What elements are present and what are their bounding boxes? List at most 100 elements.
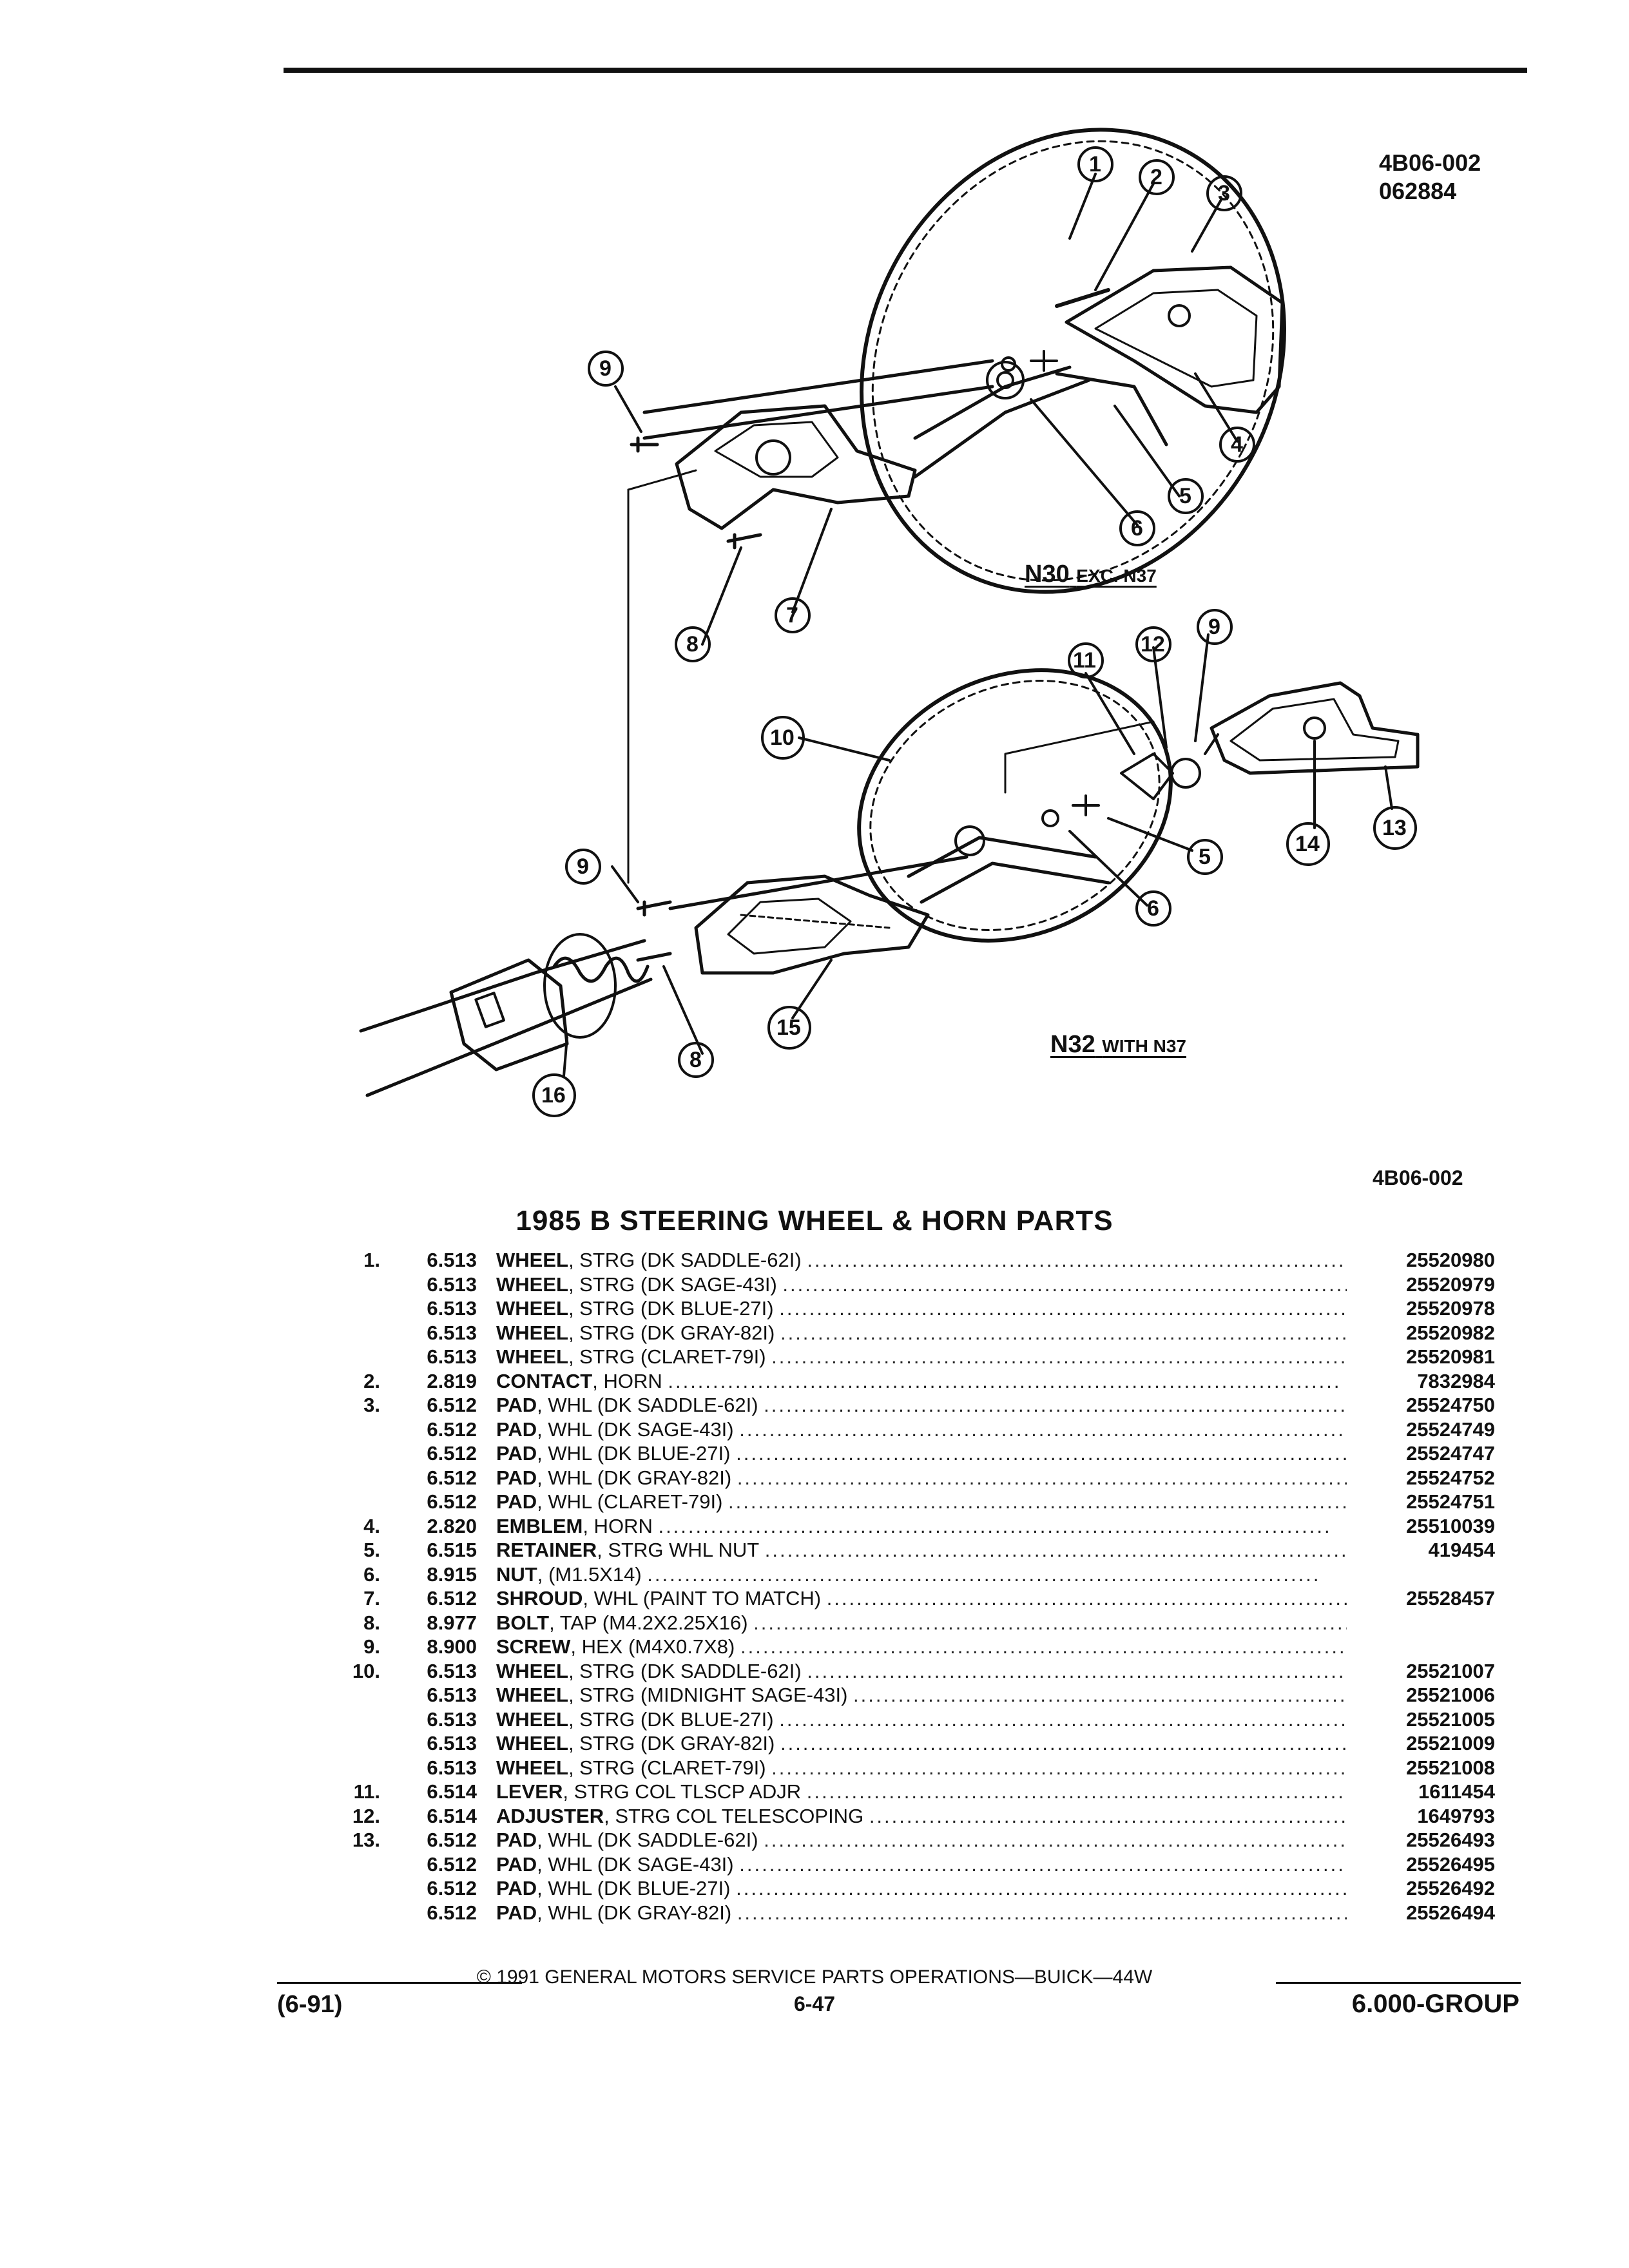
parts-row: 6.512 PAD, WHL (CLARET-79I) .............…: [335, 1490, 1495, 1514]
callout-14: 14: [1295, 832, 1320, 856]
part-detail: , STRG (DK SAGE-43I): [568, 1273, 777, 1296]
callout-4: 4: [1231, 432, 1243, 457]
leader-dots: ........................................…: [737, 1901, 1347, 1924]
item-number: 10.: [352, 1659, 380, 1682]
part-detail: , STRG (DK GRAY-82I): [568, 1732, 775, 1754]
group-number: 6.514: [427, 1780, 477, 1803]
part-number: 419454: [1428, 1539, 1495, 1561]
group-number: 6.512: [427, 1490, 477, 1513]
leader-dots: ........................................…: [668, 1369, 1342, 1392]
part-detail: , STRG (DK GRAY-82I): [568, 1321, 775, 1344]
callout-15: 15: [776, 1015, 801, 1040]
callout-5: 5: [1179, 484, 1191, 508]
shroud-shape: [675, 404, 917, 530]
part-number: 25521006: [1406, 1684, 1495, 1706]
part-detail: , HEX (M4X0.7X8): [570, 1635, 735, 1658]
lower-assembly: [359, 633, 1420, 1097]
leader-dots: ........................................…: [780, 1321, 1347, 1344]
group-number: 6.512: [427, 1418, 477, 1441]
part-number: 25526492: [1406, 1877, 1495, 1899]
part-number: 25524747: [1406, 1442, 1495, 1465]
group-number: 6.515: [427, 1539, 477, 1561]
part-detail: , WHL (DK SADDLE-62I): [537, 1829, 758, 1851]
part-number: 7832984: [1417, 1369, 1495, 1392]
top-rule: [284, 68, 1527, 73]
leader-dots: ........................................…: [658, 1514, 1332, 1537]
part-number: 25521007: [1406, 1659, 1495, 1682]
leader-dots: ........................................…: [764, 1829, 1347, 1851]
part-description: BOLT, TAP (M4.2X2.25X16) ...............…: [496, 1611, 1347, 1635]
leader-dots: ........................................…: [869, 1804, 1347, 1827]
part-description: WHEEL, STRG (DK GRAY-82I) ..............…: [496, 1731, 1347, 1756]
part-name: ADJUSTER: [496, 1804, 604, 1827]
part-description: RETAINER, STRG WHL NUT .................…: [496, 1538, 1347, 1562]
part-number: 25520980: [1406, 1249, 1495, 1271]
view-label-upper: N30 EXC. N37: [1025, 561, 1157, 588]
leader-dots: ........................................…: [806, 1780, 1347, 1803]
part-description: PAD, WHL (DK SADDLE-62I) ...............…: [496, 1828, 1347, 1852]
part-name: SCREW: [496, 1635, 571, 1658]
callout-12-9: 9: [1208, 615, 1220, 639]
item-number: 8.: [363, 1611, 380, 1634]
part-detail: , WHL (DK GRAY-82I): [537, 1901, 732, 1924]
page-title: 1985 B STEERING WHEEL & HORN PARTS: [516, 1205, 1113, 1236]
callout-7: 7: [786, 603, 798, 628]
part-number: 25520979: [1406, 1273, 1495, 1296]
part-description: PAD, WHL (DK SADDLE-62I) ...............…: [496, 1393, 1347, 1418]
parts-row: 5. 6.515 RETAINER, STRG WHL NUT ..........…: [335, 1538, 1495, 1562]
group-number: 8.915: [427, 1562, 477, 1586]
part-description: SCREW, HEX (M4X0.7X8) ..................…: [496, 1635, 1347, 1659]
exploded-view-drawing: [359, 128, 1420, 1117]
leader-dots: ........................................…: [740, 1635, 1347, 1658]
callout-16: 16: [541, 1083, 566, 1108]
part-name: LEVER: [496, 1780, 563, 1803]
part-name: BOLT: [496, 1611, 550, 1634]
part-description: WHEEL, STRG (CLARET-79I) ...............…: [496, 1345, 1347, 1369]
group-number: 6.513: [427, 1732, 477, 1754]
callout-9: 9: [599, 356, 612, 381]
item-number: 12.: [352, 1804, 380, 1827]
part-number: 25528457: [1406, 1587, 1495, 1610]
leader-dots: ........................................…: [647, 1562, 1321, 1586]
part-description: PAD, WHL (DK GRAY-82I) .................…: [496, 1466, 1347, 1490]
group-number: 6.513: [427, 1707, 477, 1731]
part-detail: , WHL (DK BLUE-27I): [537, 1877, 731, 1899]
group-number: 6.512: [427, 1442, 477, 1465]
item-number: 13.: [352, 1829, 380, 1851]
part-description: NUT, (M1.5X14) .........................…: [496, 1562, 1347, 1587]
part-name: RETAINER: [496, 1539, 597, 1561]
part-detail: , HORN: [592, 1369, 662, 1392]
item-number: 3.: [363, 1394, 380, 1416]
part-detail: , HORN: [583, 1514, 653, 1537]
part-number: 25521008: [1406, 1756, 1495, 1779]
item-number: 11.: [353, 1780, 380, 1803]
group-number: 8.900: [427, 1635, 477, 1658]
part-name: PAD: [496, 1901, 537, 1924]
part-detail: , WHL (PAINT TO MATCH): [583, 1587, 822, 1610]
part-number: 25524749: [1406, 1418, 1495, 1441]
leader-dots: ........................................…: [739, 1852, 1347, 1876]
group-number: 6.513: [427, 1756, 477, 1779]
group-number: 6.512: [427, 1587, 477, 1610]
part-number: 25524751: [1406, 1490, 1495, 1513]
leader-dots: ........................................…: [779, 1297, 1347, 1320]
leader-dots: ........................................…: [728, 1490, 1347, 1513]
part-description: CONTACT, HORN ..........................…: [496, 1369, 1347, 1394]
item-number: 5.: [363, 1539, 380, 1561]
callout-lower-9: 9: [577, 854, 589, 879]
part-description: PAD, WHL (CLARET-79I) ..................…: [496, 1490, 1347, 1514]
part-name: PAD: [496, 1442, 537, 1465]
part-name: PAD: [496, 1394, 537, 1416]
group-number: 6.512: [427, 1394, 477, 1416]
part-description: WHEEL, STRG (DK SAGE-43I) ..............…: [496, 1273, 1347, 1297]
part-description: PAD, WHL (DK SAGE-43I) .................…: [496, 1852, 1347, 1877]
callout-10: 10: [770, 726, 795, 750]
